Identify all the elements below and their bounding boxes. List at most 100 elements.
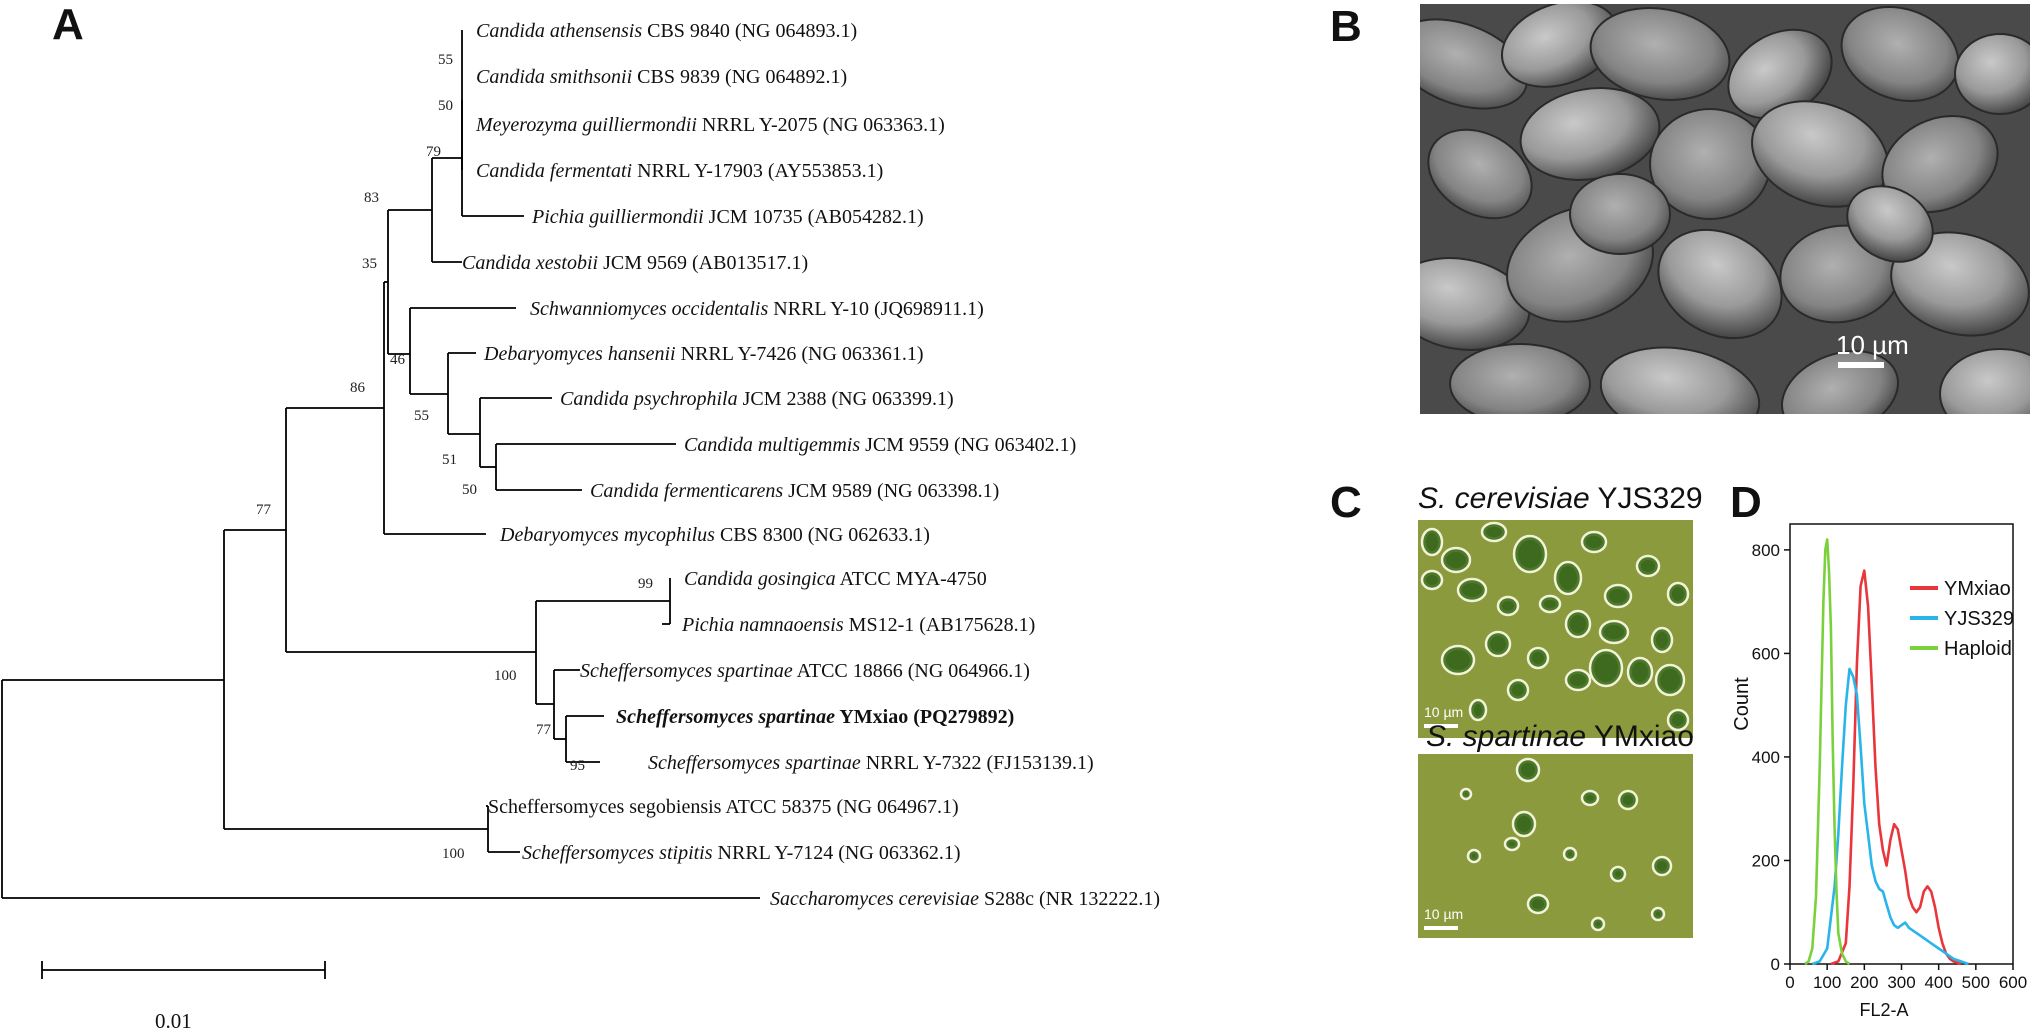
micro-cell-interior — [1502, 601, 1514, 611]
taxon-species-name: Candida gosingica — [684, 568, 836, 590]
taxon-species-name: Scheffersomyces stipitis — [522, 842, 713, 864]
legend-label: Haploid — [1944, 638, 2012, 660]
bootstrap-value: 83 — [364, 190, 379, 206]
x-tick-label: 200 — [1850, 973, 1878, 992]
bootstrap-value: 99 — [638, 576, 653, 592]
sem-yeast-cells — [1420, 4, 2030, 414]
sem-yeast-cell — [1420, 257, 1531, 351]
micro-cell-interior — [1568, 852, 1572, 856]
x-tick-label: 400 — [1924, 973, 1952, 992]
cerevisiae-cells — [1420, 521, 1690, 732]
tree-taxon-label: Candida smithsonii CBS 9839 (NG 064892.1… — [476, 66, 847, 88]
bootstrap-value: 100 — [494, 668, 517, 684]
tree-taxon-label: Schwanniomyces occidentalis NRRL Y-10 (J… — [530, 298, 984, 320]
tree-taxon-label: Debaryomyces hansenii NRRL Y-7426 (NG 06… — [483, 343, 924, 365]
bootstrap-value: 55 — [414, 408, 429, 424]
y-tick-label: 0 — [1771, 955, 1780, 974]
bootstrap-value: 46 — [390, 352, 406, 368]
sem-yeast-cell — [1589, 7, 1731, 101]
taxon-strain-accession: CBS 9839 (NG 064892.1) — [632, 66, 847, 88]
phylogenetic-tree: Candida athensensis CBS 9840 (NG 064893.… — [1, 20, 1160, 1033]
legend-label: YJS329 — [1944, 608, 2014, 630]
panel-label-b: B — [1330, 2, 1362, 51]
taxon-strain-accession: NRRL Y-10 (JQ698911.1) — [768, 298, 984, 320]
taxon-strain-accession: ATCC 18866 (NG 064966.1) — [793, 660, 1030, 682]
y-tick-label: 400 — [1752, 748, 1780, 767]
micro-cell-interior — [1615, 871, 1621, 877]
taxon-species-name: Candida smithsonii — [476, 66, 632, 88]
series-line-ymxiao — [1830, 569, 1962, 966]
panel-label-c: C — [1330, 478, 1362, 527]
bootstrap-value: 35 — [362, 256, 377, 272]
series-line-haploid — [1804, 538, 1851, 966]
x-tick-label: 0 — [1785, 973, 1794, 992]
tree-taxon-label: Candida multigemmis JCM 9559 (NG 063402.… — [684, 434, 1076, 456]
x-tick-label: 300 — [1887, 973, 1915, 992]
micro-cell-interior — [1472, 854, 1476, 858]
sem-yeast-cell — [1890, 231, 2030, 337]
taxon-strain-accession: CBS 9840 (NG 064893.1) — [642, 20, 857, 42]
taxon-strain-accession: YMxiao (PQ279892) — [835, 706, 1014, 728]
sem-yeast-cell — [1846, 185, 1934, 263]
taxon-species-name: Candida multigemmis — [684, 434, 860, 456]
micro-cell-interior — [1656, 632, 1668, 648]
bootstrap-value: 86 — [350, 380, 366, 396]
micro-cell-interior — [1518, 540, 1542, 568]
micro-cell-interior — [1609, 589, 1627, 603]
tree-taxon-label: Candida fermenticarens JCM 9589 (NG 0633… — [590, 480, 999, 502]
micro-cell-interior — [1623, 795, 1633, 805]
sem-yeast-cell — [1939, 348, 2030, 414]
micro-cell-interior — [1446, 650, 1470, 670]
sem-scale-bar — [1838, 362, 1884, 368]
micro-cell-interior — [1486, 527, 1502, 537]
tree-taxon-label: Scheffersomyces spartinae ATCC 18866 (NG… — [580, 660, 1030, 682]
spartinae-cells — [1459, 757, 1673, 932]
taxon-species-name: Scheffersomyces spartinae — [580, 660, 793, 682]
micrograph-title-spartinae-strain: YMxiao — [1586, 720, 1694, 753]
chart-y-axis-label: Count — [1731, 677, 1753, 731]
tree-taxon-label: Candida gosingica ATCC MYA-4750 — [684, 568, 987, 590]
y-tick-label: 600 — [1752, 644, 1780, 663]
taxon-species-name: Meyerozyma guilliermondii — [475, 114, 697, 136]
taxon-species-name: Saccharomyces cerevisiae — [770, 888, 979, 910]
sem-yeast-cell — [1569, 173, 1671, 255]
taxon-strain-accession: CBS 8300 (NG 062633.1) — [715, 524, 930, 546]
tree-taxon-label: Pichia namnaoensis MS12-1 (AB175628.1) — [681, 614, 1035, 636]
taxon-strain-accession: JCM 9569 (AB013517.1) — [598, 252, 808, 274]
micro-cell-interior — [1544, 600, 1556, 608]
micro-cell-interior — [1656, 912, 1660, 916]
bootstrap-value: 77 — [256, 502, 272, 518]
taxon-species-name: Scheffersomyces spartinae — [648, 752, 861, 774]
sem-scale-label: 10 µm — [1836, 330, 1909, 360]
tree-taxon-label: Scheffersomyces spartinae YMxiao (PQ2798… — [616, 706, 1014, 728]
taxon-strain-accession: S288c (NR 132222.1) — [979, 888, 1160, 910]
taxon-species-name: Candida athensensis — [476, 20, 642, 42]
micrograph-title-spartinae-species: S. spartinae — [1426, 720, 1587, 753]
micro-cell-interior — [1672, 714, 1684, 726]
micro-cell-interior — [1604, 625, 1624, 639]
y-tick-label: 800 — [1752, 541, 1780, 560]
taxon-species-name: Candida xestobii — [462, 252, 598, 274]
panel-label-a: A — [52, 0, 84, 49]
tree-taxon-label: Pichia guilliermondii JCM 10735 (AB05428… — [531, 206, 924, 228]
tree-taxon-label: Candida xestobii JCM 9569 (AB013517.1) — [462, 252, 808, 274]
bootstrap-value: 79 — [426, 144, 441, 160]
micrograph-cerevisiae: 10 µm — [1418, 520, 1693, 738]
panel-label-d: D — [1730, 478, 1762, 527]
legend-label: YMxiao — [1944, 578, 2011, 600]
taxon-strain-accession: NRRL Y-7124 (NG 063362.1) — [713, 842, 961, 864]
sem-yeast-cell — [1420, 18, 1529, 110]
tree-scale-bar: 0.01 — [41, 961, 326, 1033]
micro-cell-interior — [1521, 763, 1535, 777]
taxon-strain-accession: JCM 10735 (AB054282.1) — [704, 206, 924, 228]
x-tick-label: 100 — [1813, 973, 1841, 992]
taxon-strain-accession: JCM 9589 (NG 063398.1) — [783, 480, 999, 502]
chart-series-lines — [1804, 538, 1969, 966]
taxon-species-name: Pichia guilliermondii — [531, 206, 704, 228]
tree-taxon-label: Debaryomyces mycophilus CBS 8300 (NG 062… — [499, 524, 930, 546]
micro-cell-interior — [1672, 587, 1684, 601]
micro-bottom-scale-label: 10 µm — [1424, 906, 1464, 922]
